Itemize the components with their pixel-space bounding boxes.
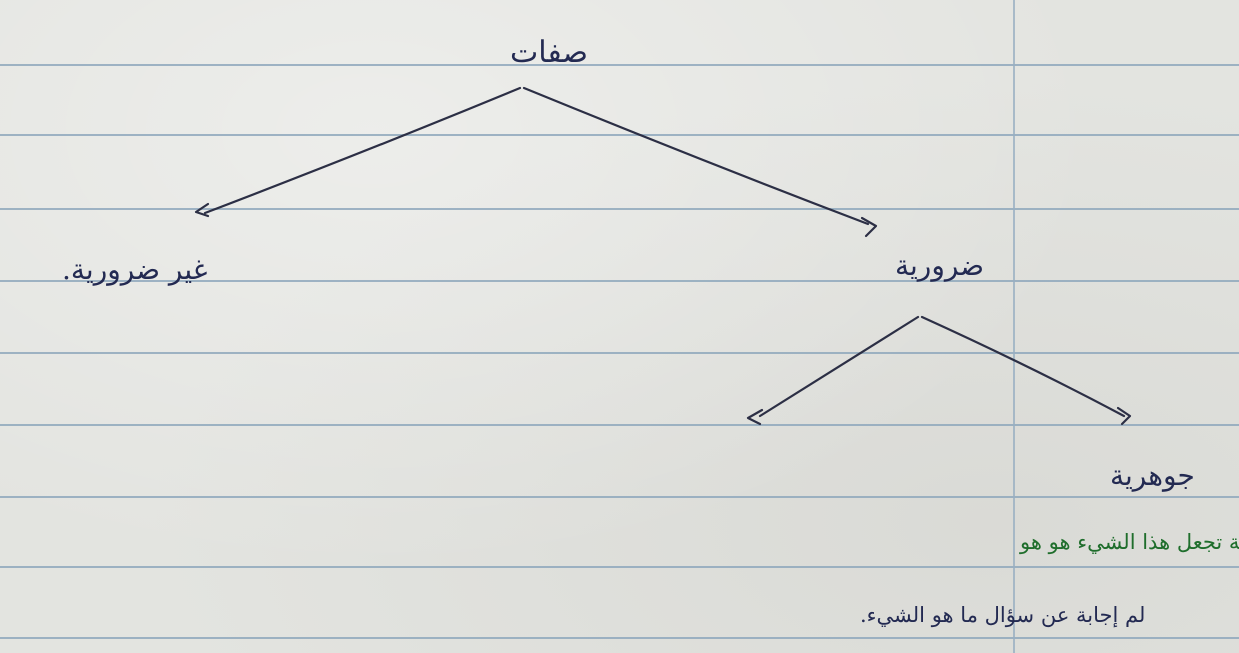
left-node-label: غير ضرورية.	[62, 253, 208, 286]
sub-branch-line-right	[920, 315, 1126, 418]
sub-branch-line-left	[758, 315, 920, 418]
ruled-line	[0, 566, 1239, 568]
definition-line-1: صفة تجعل هذا الشيء هو هو	[1020, 530, 1239, 554]
sub-arrowhead-right	[1116, 406, 1132, 426]
arrowhead-left	[194, 202, 210, 218]
ruled-line	[0, 637, 1239, 639]
branch-line-left	[203, 86, 522, 215]
arrowhead-right	[860, 216, 878, 238]
sub-arrowhead-left	[746, 408, 764, 426]
ruled-line	[0, 64, 1239, 66]
definition-line-2: لم إجابة عن سؤال ما هو الشيء.	[860, 603, 1146, 627]
sub-node-label: جوهرية	[1110, 459, 1195, 492]
branch-line-right	[522, 86, 870, 226]
ruled-line	[0, 208, 1239, 210]
root-node-label: صفات	[510, 35, 589, 70]
ruled-line	[0, 280, 1239, 282]
ruled-line	[0, 134, 1239, 136]
margin-line	[1013, 0, 1015, 653]
ruled-line	[0, 352, 1239, 354]
ruled-line	[0, 496, 1239, 498]
ruled-line	[0, 424, 1239, 426]
right-node-label: ضرورية	[895, 249, 985, 282]
